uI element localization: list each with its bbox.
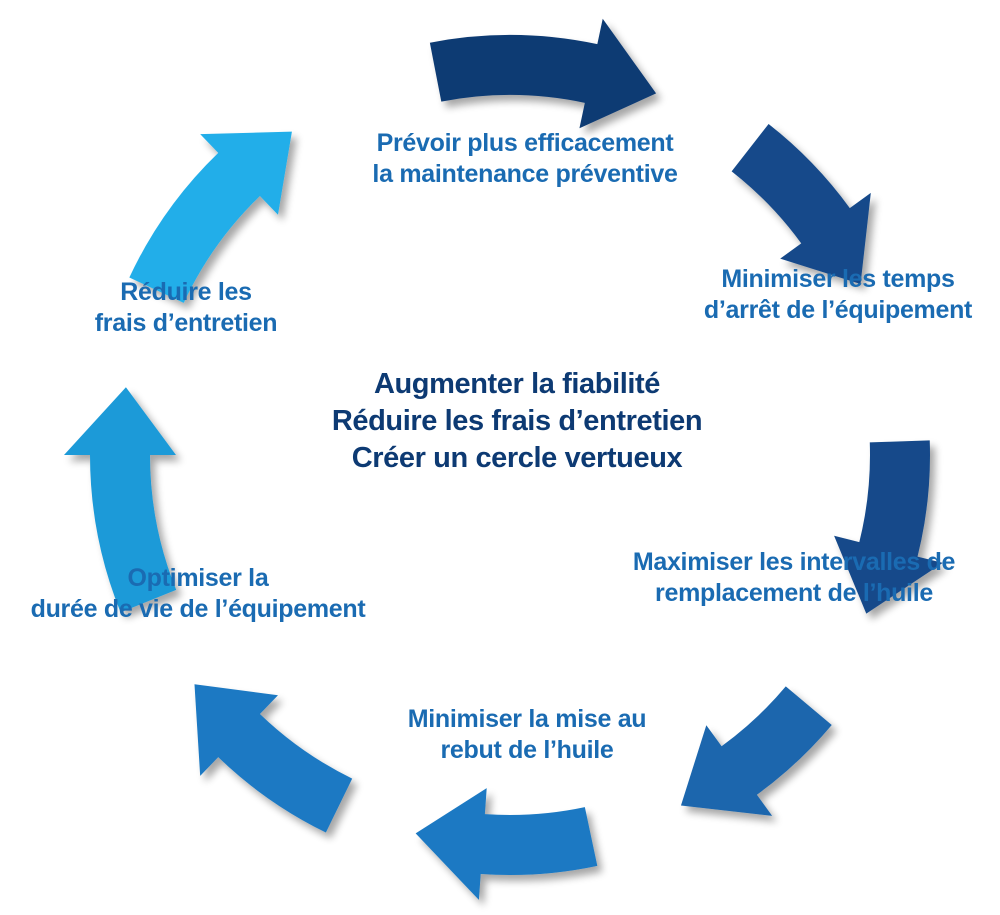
arrow-8-icon	[129, 131, 292, 303]
step-line: Minimiser la mise au	[407, 705, 647, 733]
arrow-5-icon	[415, 788, 598, 900]
step-reduce-maintenance-costs: Réduire les frais d’entretien	[94, 277, 278, 338]
arrow-2-icon	[731, 124, 871, 285]
step-optimize-equipment-life: Optimiser la durée de vie de l’équipemen…	[31, 563, 366, 624]
step-line: Maximiser les intervalles de	[632, 548, 956, 576]
center-message: Augmenter la fiabilité Réduire les frais…	[331, 366, 703, 476]
step-minimize-downtime: Minimiser les temps d’arrêt de l’équipem…	[704, 264, 972, 325]
center-line-virtuous-circle: Créer un cercle vertueux	[351, 441, 683, 474]
step-plan-maintenance: Prévoir plus efficacement la maintenance…	[372, 128, 677, 189]
step-line: Optimiser la	[127, 564, 269, 592]
step-minimize-oil-disposal: Minimiser la mise au rebut de l’huile	[408, 704, 647, 765]
step-maximize-oil-intervals: Maximiser les intervalles de remplacemen…	[632, 547, 956, 608]
step-line: rebut de l’huile	[440, 735, 614, 764]
step-line: frais d’entretien	[94, 308, 278, 337]
arrow-1-icon	[429, 18, 657, 129]
step-line: durée de vie de l’équipement	[30, 594, 366, 623]
center-line-maintenance-costs: Réduire les frais d’entretien	[331, 404, 703, 437]
step-line: la maintenance préventive	[372, 159, 678, 188]
step-line: remplacement de l’huile	[655, 578, 933, 607]
step-line: Réduire les	[120, 278, 252, 306]
arrow-4-icon	[680, 686, 832, 816]
arrow-7-icon	[64, 387, 177, 613]
center-line-reliability: Augmenter la fiabilité	[373, 368, 661, 400]
arrow-3-icon	[834, 440, 943, 614]
step-line: Minimiser les temps	[721, 265, 955, 293]
step-line: d’arrêt de l’équipement	[703, 295, 973, 324]
step-line: Prévoir plus efficacement	[376, 129, 674, 157]
arrow-6-icon	[194, 684, 353, 833]
